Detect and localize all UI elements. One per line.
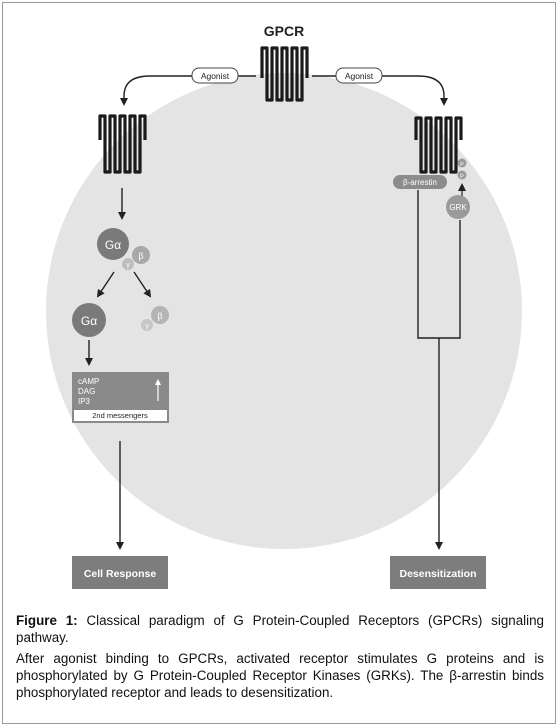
- second-messengers-box: cAMP DAG IP3 2nd messengers: [72, 372, 169, 423]
- svg-text:Desensitization: Desensitization: [399, 568, 476, 580]
- svg-text:Agonist: Agonist: [201, 71, 230, 81]
- beta-gamma-subunit: β γ: [141, 306, 169, 331]
- arrow-to-betagamma: [133, 271, 152, 298]
- second-messengers-label: 2nd messengers: [92, 411, 148, 420]
- phosphate-groups: P P: [457, 158, 467, 180]
- svg-text:P: P: [460, 174, 464, 180]
- left-receptor-icon: [98, 114, 147, 174]
- messenger-ip3: IP3: [78, 397, 91, 406]
- agonist-left-label: Agonist: [191, 67, 239, 84]
- svg-text:β-arrestin: β-arrestin: [403, 178, 437, 187]
- svg-text:Agonist: Agonist: [345, 71, 374, 81]
- beta-arrestin-pill: β-arrestin: [393, 175, 447, 189]
- top-receptor-icon: [260, 46, 309, 102]
- grk-kinase: GRK: [446, 195, 470, 219]
- right-receptor-icon: [414, 116, 463, 174]
- svg-text:γ: γ: [126, 262, 130, 269]
- agonist-right-arrow: [312, 75, 448, 106]
- figure-description: After agonist binding to GPCRs, activate…: [16, 651, 544, 700]
- messenger-camp: cAMP: [78, 377, 99, 386]
- svg-text:Cell Response: Cell Response: [84, 568, 157, 580]
- agonist-left-arrow: [120, 75, 256, 106]
- svg-text:Gα: Gα: [81, 314, 97, 328]
- desensitization-box: Desensitization: [390, 556, 486, 589]
- cell-circle: [46, 73, 522, 549]
- svg-text:β: β: [138, 251, 143, 261]
- cell-response-box: Cell Response: [72, 556, 168, 589]
- svg-text:P: P: [460, 162, 464, 168]
- svg-text:Gα: Gα: [105, 238, 121, 252]
- messenger-dag: DAG: [78, 387, 95, 396]
- gpcr-title: GPCR: [264, 23, 304, 39]
- figure-label: Figure 1:: [16, 613, 78, 628]
- agonist-right-label: Agonist: [335, 67, 383, 84]
- figure-caption: Figure 1: Classical paradigm of G Protei…: [16, 612, 544, 701]
- svg-text:GRK: GRK: [449, 203, 467, 212]
- figure-title: Classical paradigm of G Protein-Coupled …: [16, 613, 545, 645]
- figure-caption-title: Figure 1: Classical paradigm of G Protei…: [16, 612, 544, 646]
- gpcr-diagram: GPCR Agonist Agonist Gα β γ Gα β γ: [46, 23, 522, 589]
- svg-text:β: β: [157, 311, 162, 321]
- g-protein-complex: Gα β γ: [97, 228, 150, 270]
- svg-text:γ: γ: [145, 323, 149, 330]
- g-alpha-subunit: Gα: [72, 303, 106, 337]
- arrow-to-galpha: [96, 271, 115, 298]
